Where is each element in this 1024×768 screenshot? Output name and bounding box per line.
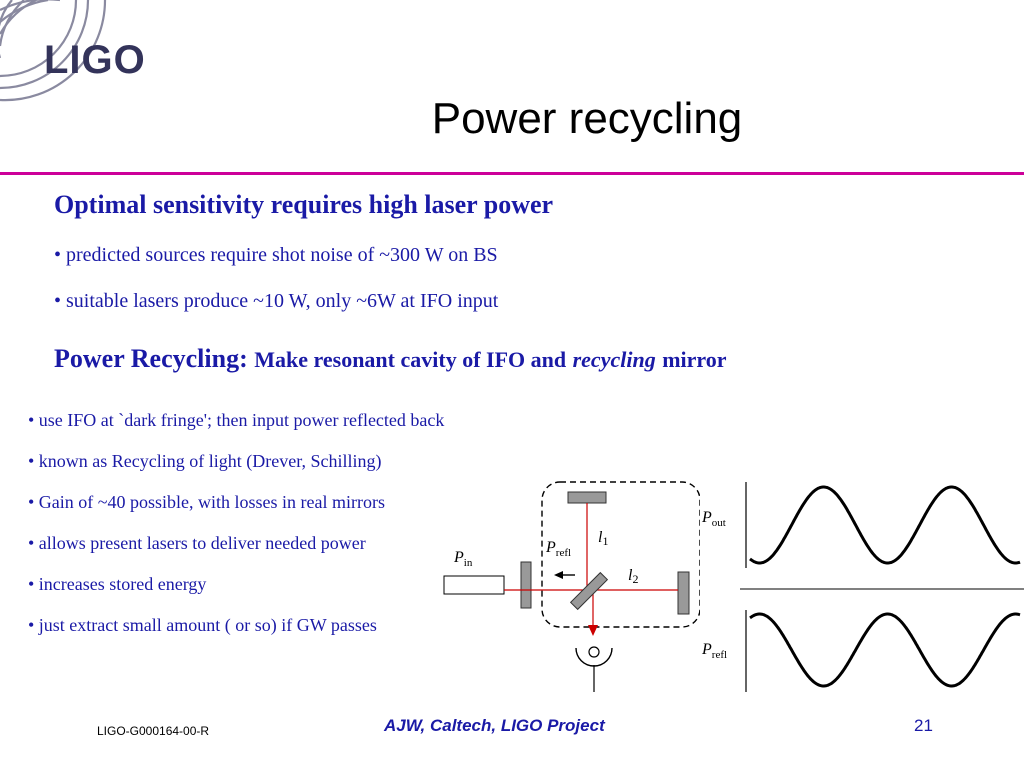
- footer-doc-id: LIGO-G000164-00-R: [97, 724, 210, 738]
- list-item: • use IFO at `dark fringe'; then input p…: [28, 410, 445, 430]
- end-mirror-right: [677, 571, 690, 615]
- title-divider: [0, 172, 1024, 175]
- label-l1: l1: [598, 529, 608, 548]
- heading-lead: Power Recycling:: [54, 344, 248, 373]
- reflected-arrow-icon: [554, 571, 563, 579]
- list-item: • just extract small amount ( or so) if …: [28, 615, 377, 635]
- list-item: • Gain of ~40 possible, with losses in r…: [28, 492, 385, 512]
- page-number: 21: [914, 716, 933, 735]
- list-item: • increases stored energy: [28, 574, 207, 594]
- recycling-cavity-outline: [541, 481, 700, 628]
- list-item: • known as Recycling of light (Drever, S…: [28, 451, 382, 471]
- label-p-refl-plot: Prefl: [701, 641, 727, 661]
- footer-author: AJW, Caltech, LIGO Project: [384, 716, 605, 735]
- p-out-wave: [749, 485, 1021, 565]
- bullet-lasers: • suitable lasers produce ~10 W, only ~6…: [54, 290, 499, 312]
- heading-part2: mirror: [662, 347, 727, 372]
- recycling-bullet-list: • use IFO at `dark fringe'; then input p…: [28, 410, 444, 656]
- recycling-mirror: [520, 561, 532, 609]
- ligo-logo-arcs-icon: [0, 0, 107, 102]
- bullet-shot-noise: • predicted sources require shot noise o…: [54, 244, 498, 266]
- beam-splitter: [569, 571, 609, 611]
- label-p-in: Pin: [453, 549, 473, 569]
- label-l2: l2: [628, 567, 638, 586]
- power-output-plots: Pout Prefl: [701, 482, 1024, 692]
- heading-part1: Make resonant cavity of IFO and: [254, 347, 567, 372]
- heading-italic: recycling: [572, 347, 656, 372]
- slide-title: Power recycling: [431, 94, 743, 143]
- list-item: • allows present lasers to deliver neede…: [28, 533, 366, 553]
- interferometer-diagram: Pin Prefl l1 l2: [443, 481, 700, 692]
- ligo-logo: LIGO: [44, 38, 146, 82]
- heading-optimal-sensitivity: Optimal sensitivity requires high laser …: [54, 190, 554, 219]
- label-p-out: Pout: [701, 509, 726, 529]
- heading-power-recycling: Power Recycling: Make resonant cavity of…: [54, 344, 727, 374]
- label-p-refl: Prefl: [545, 539, 571, 559]
- p-refl-wave: [749, 612, 1021, 688]
- end-mirror-top: [567, 491, 607, 504]
- laser-source: [443, 575, 505, 595]
